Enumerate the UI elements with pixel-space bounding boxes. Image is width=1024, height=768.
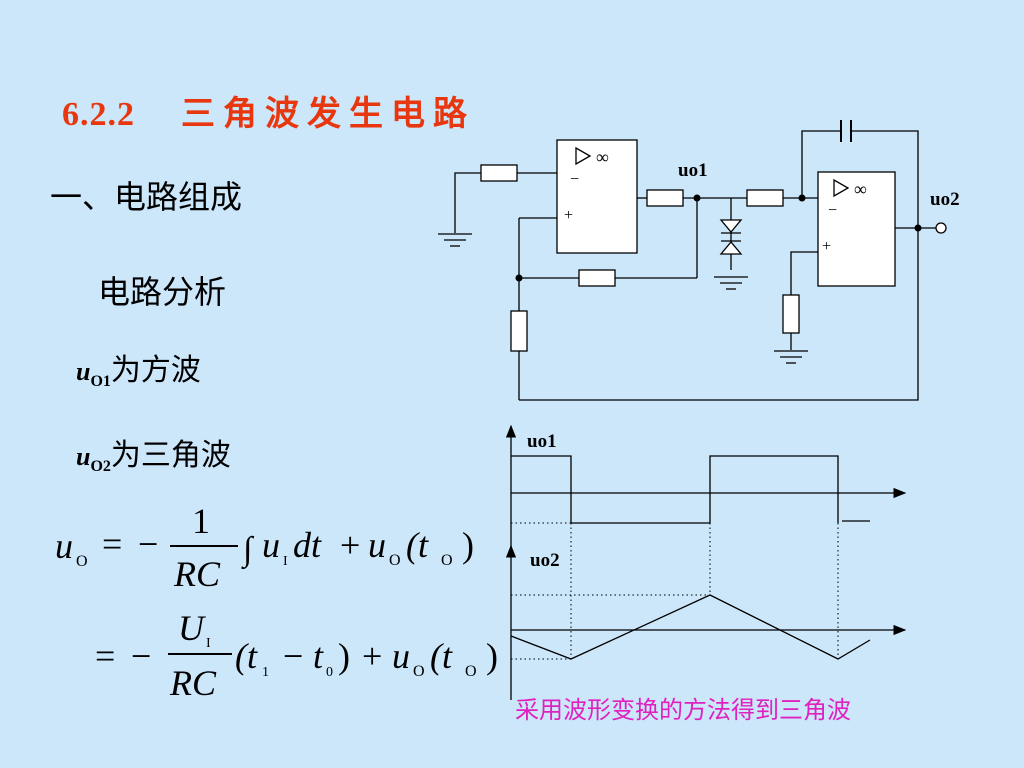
- term2-arg-sub: O: [465, 663, 477, 680]
- frac2-numerator: U: [178, 608, 206, 648]
- slide-title: 6.2.2 三角波发生电路: [62, 86, 475, 135]
- opamp2-body: [817, 171, 896, 287]
- frac1-numerator: 1: [192, 501, 210, 541]
- node-output2: [914, 224, 922, 232]
- term-u: u: [368, 525, 386, 565]
- opamp1-minus: −: [570, 171, 579, 188]
- uo2-description: uO2为三角波: [76, 430, 231, 476]
- opamp1-body: [556, 139, 638, 254]
- formula-plus2: +: [362, 636, 382, 676]
- term2-arg: (t: [430, 636, 453, 676]
- formula-lhs: u: [55, 526, 73, 566]
- integral-sign: ∫: [241, 531, 255, 570]
- uo1-description: uO1为方波: [76, 345, 201, 391]
- triangle-wave: [510, 594, 871, 660]
- opamp1-triangle-icon: [575, 146, 592, 166]
- term2-u-sub: O: [413, 663, 425, 680]
- uo2-symbol: u: [76, 442, 91, 471]
- t0: t: [313, 636, 324, 676]
- formula-plus1: +: [340, 525, 360, 565]
- square-wave: [511, 455, 839, 524]
- output2-terminal-icon: [935, 222, 947, 234]
- frac2-denominator: RC: [169, 663, 217, 703]
- uo2-subscript: O2: [90, 458, 111, 475]
- analysis-heading: 电路分析: [98, 273, 227, 311]
- t0-sub: 0: [326, 665, 333, 680]
- term-arg: (t: [406, 525, 429, 565]
- caption: 采用波形变换的方法得到三角波: [515, 696, 851, 724]
- title-number: 6.2.2: [62, 96, 135, 133]
- section-heading: 一、电路组成: [50, 178, 243, 216]
- term-arg-sub: O: [441, 552, 453, 569]
- opamp2-plus: +: [822, 238, 831, 255]
- frac1-denominator: RC: [173, 554, 221, 594]
- zener-upper-icon: [719, 219, 743, 234]
- uo1-subscript: O1: [90, 373, 111, 390]
- node-feedback: [515, 274, 523, 282]
- node-integrator-input: [798, 194, 806, 202]
- formula-minus1: −: [138, 524, 158, 564]
- integrand-sub: I: [283, 554, 288, 569]
- opamp1-infinity: ∞: [596, 147, 609, 167]
- opamp2-infinity: ∞: [854, 179, 867, 199]
- paren-t1: (t: [235, 636, 258, 676]
- input-wire: [454, 172, 481, 233]
- wave-label-uo1: uo1: [527, 431, 557, 452]
- term2-u: u: [392, 636, 410, 676]
- opamp2-minus: −: [828, 202, 837, 219]
- t1-sub: 1: [262, 665, 269, 680]
- opamp1-plus: +: [564, 207, 573, 224]
- uo1-symbol: u: [76, 357, 91, 386]
- formula-eq2: =: [95, 636, 115, 676]
- close-paren2: ): [338, 636, 350, 676]
- uo2-text: 为三角波: [110, 438, 231, 473]
- term-u-sub: O: [389, 552, 401, 569]
- uo1-text: 为方波: [110, 353, 201, 388]
- formula-dt: dt: [293, 525, 322, 565]
- formula-minus2: −: [131, 636, 151, 676]
- frac2-numerator-sub: I: [206, 636, 211, 651]
- formula-lhs-sub: O: [76, 553, 88, 570]
- circuit-label-uo1: uo1: [678, 160, 708, 181]
- node-output1: [693, 194, 701, 202]
- title-text: 三角波发生电路: [181, 94, 475, 134]
- formula-minus3: −: [283, 636, 303, 676]
- formula-eq1: =: [102, 524, 122, 564]
- term-close: ): [462, 525, 474, 565]
- zener-lower-icon: [719, 240, 743, 255]
- integrand: u: [262, 525, 280, 565]
- term2-close: ): [486, 636, 498, 676]
- wave-label-uo2: uo2: [530, 550, 560, 571]
- circuit-label-uo2: uo2: [930, 189, 960, 210]
- opamp2-triangle-icon: [833, 178, 850, 198]
